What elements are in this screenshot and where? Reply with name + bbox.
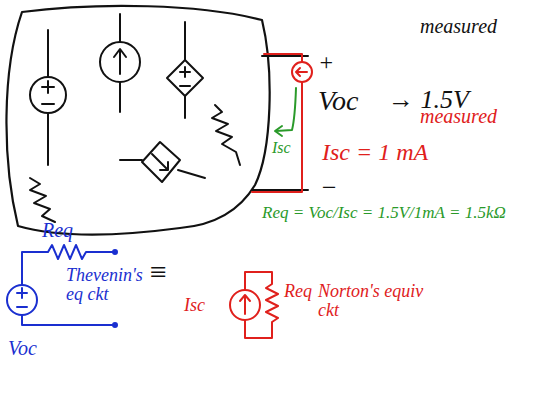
polarity-sign-slot: +	[318, 50, 334, 75]
norton-circuit	[230, 272, 278, 338]
resistor-symbol	[30, 178, 55, 222]
equivalence-sign-slot: ≡	[148, 256, 168, 288]
note-slot: measured	[420, 16, 497, 37]
source-name: Isc	[184, 296, 205, 315]
resistor-name-slot: Req	[284, 282, 312, 301]
resistor-symbol	[212, 105, 240, 165]
resistor-name: Req	[284, 282, 312, 301]
circuit-title-slot: Thevenin's eq ckt	[66, 266, 158, 304]
circuit-title: Norton's equiv ckt	[318, 282, 428, 320]
value: Isc = 1 mA	[322, 140, 428, 165]
note: measured	[420, 106, 497, 127]
note-slot: measured	[420, 106, 497, 127]
equivalence-sign: ≡	[148, 256, 168, 288]
current-source-symbol	[100, 14, 140, 112]
signal-name-slot: Voc	[318, 86, 358, 115]
current-name-slot: Isc	[272, 140, 291, 157]
polarity-sign: −	[320, 174, 338, 201]
resistor-name-slot: Req	[42, 220, 73, 241]
source-name-slot: Voc	[8, 338, 37, 359]
source-name: Voc	[8, 338, 37, 359]
network-outline	[6, 6, 269, 235]
terminal-wire	[252, 56, 308, 190]
note: measured	[420, 16, 497, 37]
source-name-slot: Isc	[184, 296, 205, 315]
value-slot: Isc = 1 mA	[322, 140, 428, 165]
short-circuit-ammeter	[252, 54, 312, 192]
circuit-title: Thevenin's eq ckt	[66, 266, 158, 304]
signal-name: Voc	[318, 86, 358, 115]
dependent-voltage-source-symbol	[167, 22, 203, 118]
formula: Req = Voc/Isc = 1.5V/1mA = 1.5kΩ	[262, 204, 506, 222]
current-name: Isc	[272, 140, 291, 157]
polarity-sign-slot: −	[320, 174, 338, 201]
voltage-source-symbol	[30, 30, 66, 165]
dependent-current-source-symbol	[120, 142, 205, 182]
current-arrow	[275, 88, 296, 136]
formula-slot: Req = Voc/Isc = 1.5V/1mA = 1.5kΩ	[262, 204, 506, 222]
resistor-name: Req	[42, 220, 73, 241]
circuit-title-slot: Norton's equiv ckt	[318, 282, 428, 320]
polarity-sign: +	[318, 50, 334, 75]
